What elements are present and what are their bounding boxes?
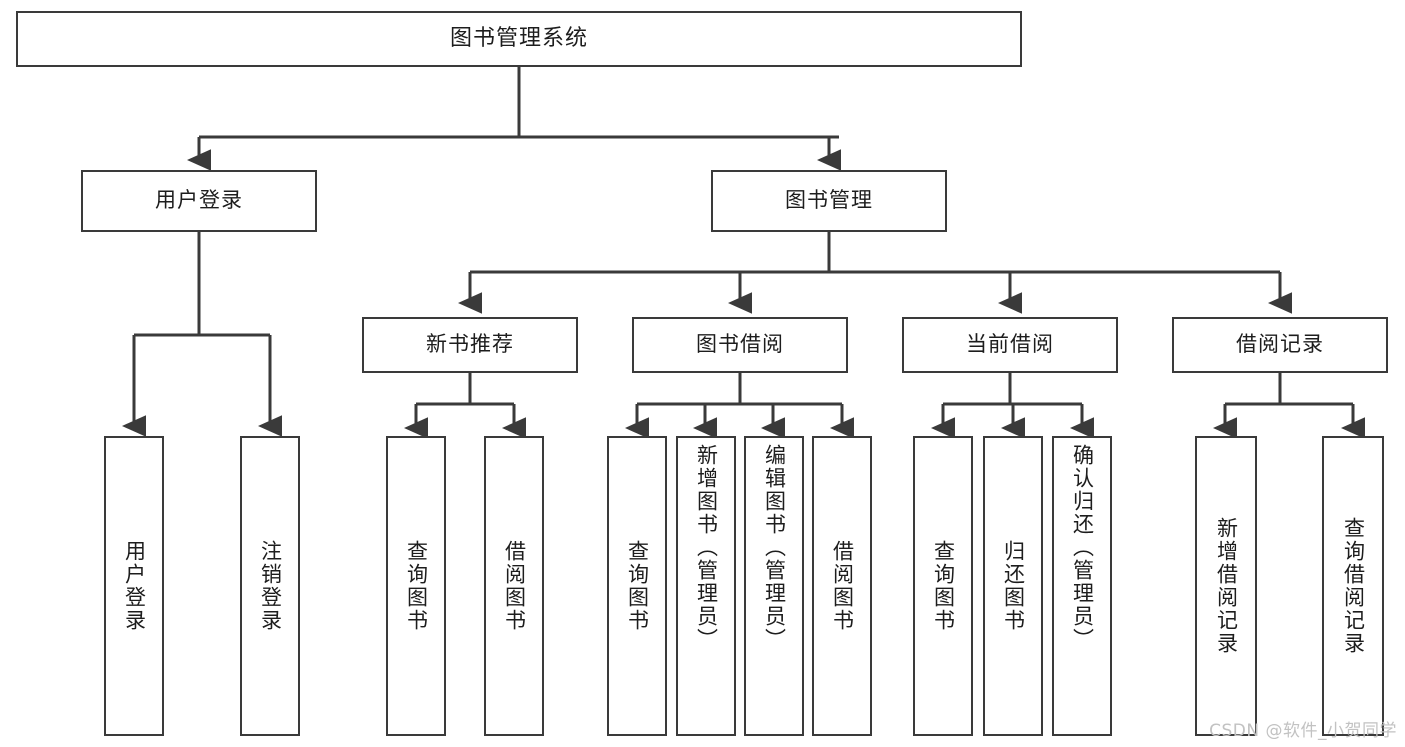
node-leaf-label: 新增借阅记录: [1214, 517, 1239, 655]
node-leaf-book-borrow-edit[interactable]: 编辑图书（管理员）: [744, 436, 804, 736]
node-leaf-new-book-query[interactable]: 查询图书: [386, 436, 446, 736]
node-new-book-recommend[interactable]: 新书推荐: [362, 317, 578, 373]
node-leaf-current-borrow-confirm-return[interactable]: 确认归还（管理员）: [1052, 436, 1112, 736]
node-leaf-current-borrow-query[interactable]: 查询图书: [913, 436, 973, 736]
node-leaf-book-borrow-add[interactable]: 新增图书（管理员）: [676, 436, 736, 736]
node-borrow-record[interactable]: 借阅记录: [1172, 317, 1388, 373]
node-new-book-recommend-label: 新书推荐: [426, 332, 514, 357]
node-leaf-label: 用户登录: [122, 540, 147, 632]
node-leaf-label: 查询图书: [931, 540, 956, 632]
node-book-management[interactable]: 图书管理: [711, 170, 947, 232]
node-leaf-label: 新增图书（管理员）: [694, 444, 719, 651]
node-book-borrow[interactable]: 图书借阅: [632, 317, 848, 373]
node-leaf-label: 编辑图书（管理员）: [762, 444, 787, 651]
node-leaf-book-borrow-query[interactable]: 查询图书: [607, 436, 667, 736]
node-leaf-user-login-logout[interactable]: 注销登录: [240, 436, 300, 736]
node-root-label: 图书管理系统: [449, 25, 588, 51]
csdn-watermark: CSDN @软件_小贺同学: [1209, 721, 1397, 741]
node-leaf-label: 借阅图书: [830, 540, 855, 632]
node-leaf-borrow-record-query[interactable]: 查询借阅记录: [1322, 436, 1384, 736]
node-leaf-current-borrow-return[interactable]: 归还图书: [983, 436, 1043, 736]
node-leaf-label: 查询借阅记录: [1341, 517, 1366, 655]
node-user-login[interactable]: 用户登录: [81, 170, 317, 232]
node-leaf-label: 确认归还（管理员）: [1070, 444, 1095, 651]
node-leaf-label: 查询图书: [625, 540, 650, 632]
node-leaf-user-login-login[interactable]: 用户登录: [104, 436, 164, 736]
node-current-borrow-label: 当前借阅: [966, 332, 1054, 357]
node-current-borrow[interactable]: 当前借阅: [902, 317, 1118, 373]
node-leaf-label: 注销登录: [258, 540, 283, 632]
node-root-library-system[interactable]: 图书管理系统: [16, 11, 1022, 67]
node-leaf-new-book-borrow[interactable]: 借阅图书: [484, 436, 544, 736]
node-leaf-label: 借阅图书: [502, 540, 527, 632]
node-borrow-record-label: 借阅记录: [1236, 332, 1324, 357]
node-book-management-label: 图书管理: [785, 188, 873, 213]
node-book-borrow-label: 图书借阅: [696, 332, 784, 357]
node-user-login-label: 用户登录: [155, 188, 243, 213]
node-leaf-book-borrow-borrow[interactable]: 借阅图书: [812, 436, 872, 736]
node-leaf-label: 查询图书: [404, 540, 429, 632]
node-leaf-borrow-record-add[interactable]: 新增借阅记录: [1195, 436, 1257, 736]
node-leaf-label: 归还图书: [1001, 540, 1026, 632]
